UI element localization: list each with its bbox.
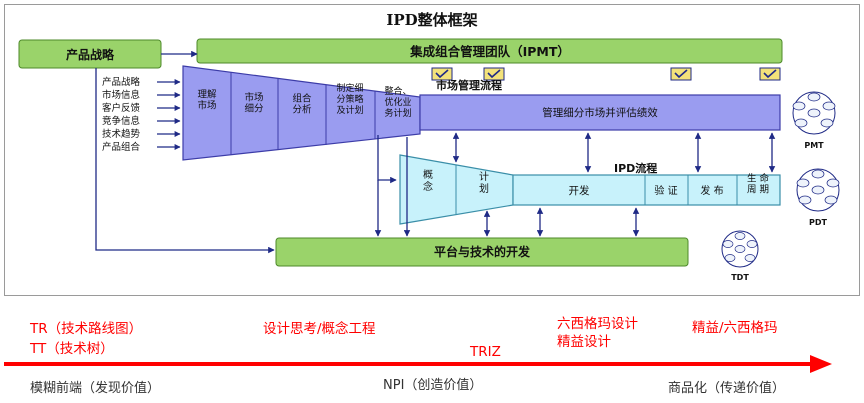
market-stage: 理解市场 bbox=[197, 88, 217, 111]
check-badge bbox=[759, 67, 781, 81]
team-label: PMT bbox=[804, 141, 824, 150]
ipd-stage: 计划 bbox=[479, 170, 489, 195]
market-manage-bar: 管理细分市场并评估绩效 bbox=[419, 94, 781, 131]
input-item: 市场信息 bbox=[102, 89, 140, 101]
product-strategy-label: 产品战略 bbox=[66, 47, 115, 62]
ipd-process-label: IPD流程 bbox=[614, 161, 657, 175]
ipd-framework-diagram: IPD整体框架 产品战略 集成组合管理团队（IPMT） 市场管理流程 产品战略 bbox=[18, 11, 840, 282]
check-badge bbox=[483, 67, 505, 81]
npi-label: NPI（创造价值） bbox=[383, 378, 483, 393]
tr-label: TR（技术路线图） bbox=[30, 321, 143, 337]
market-stage: 整合、优化业务计划 bbox=[384, 85, 411, 119]
fuzzy-front-end-label: 模糊前端（发现价值） bbox=[30, 381, 161, 396]
triz-label: TRIZ bbox=[470, 344, 501, 360]
market-stage: 组合分析 bbox=[292, 92, 312, 115]
input-item: 产品战略 bbox=[102, 76, 141, 88]
ipmt-label: 集成组合管理团队（IPMT） bbox=[409, 44, 570, 59]
ipd-stage: 概念 bbox=[423, 168, 433, 193]
ipmt-bar: 集成组合管理团队（IPMT） bbox=[196, 38, 783, 64]
input-item: 产品组合 bbox=[102, 141, 141, 153]
platform-label: 平台与技术的开发 bbox=[434, 244, 531, 259]
input-list: 产品战略 市场信息 客户反馈 竞争信息 技术趋势 产品组合 bbox=[102, 76, 181, 153]
tt-label: TT（技术树） bbox=[30, 341, 114, 357]
team-label: PDT bbox=[809, 218, 828, 227]
market-stage: 制定细分策略及计划 bbox=[336, 82, 363, 116]
check-badge bbox=[431, 67, 453, 81]
lean-six-sigma-label: 精益/六西格玛 bbox=[692, 320, 778, 336]
market-manage-label: 管理细分市场并评估绩效 bbox=[542, 106, 658, 119]
product-strategy-box: 产品战略 bbox=[18, 39, 162, 69]
market-stage: 市场细分 bbox=[244, 91, 264, 114]
market-funnel: 理解市场 市场细分 组合分析 制定细分策略及计划 整合、优化业务计划 bbox=[182, 65, 421, 161]
market-process-label: 市场管理流程 bbox=[436, 78, 502, 92]
lean-design-label: 精益设计 bbox=[557, 334, 611, 350]
input-item: 竞争信息 bbox=[102, 115, 140, 127]
input-item: 客户反馈 bbox=[102, 102, 141, 114]
commercialization-label: 商品化（传递价值） bbox=[668, 381, 786, 396]
pmt-team-icon: PMT bbox=[792, 91, 836, 150]
ipd-stage: 生 命周 期 bbox=[747, 172, 770, 195]
check-badge bbox=[670, 67, 692, 81]
design-thinking-label: 设计思考/概念工程 bbox=[263, 321, 376, 337]
six-sigma-design-label: 六西格玛设计 bbox=[557, 316, 638, 332]
ipd-stage: 发 布 bbox=[700, 184, 723, 197]
pdt-team-icon: PDT bbox=[796, 168, 840, 227]
timeline-arrow bbox=[4, 355, 832, 373]
ipd-stage: 开发 bbox=[569, 184, 590, 197]
ipd-funnel: 概念 计划 开发 验 证 发 布 生 命周 期 bbox=[399, 154, 781, 225]
input-item: 技术趋势 bbox=[102, 128, 141, 140]
ipd-stage: 验 证 bbox=[654, 184, 677, 197]
tdt-team-icon: TDT bbox=[721, 230, 759, 282]
diagram-title: IPD整体框架 bbox=[386, 11, 477, 29]
check-badges bbox=[431, 67, 781, 81]
team-label: TDT bbox=[731, 273, 749, 282]
platform-bar: 平台与技术的开发 bbox=[275, 237, 689, 267]
